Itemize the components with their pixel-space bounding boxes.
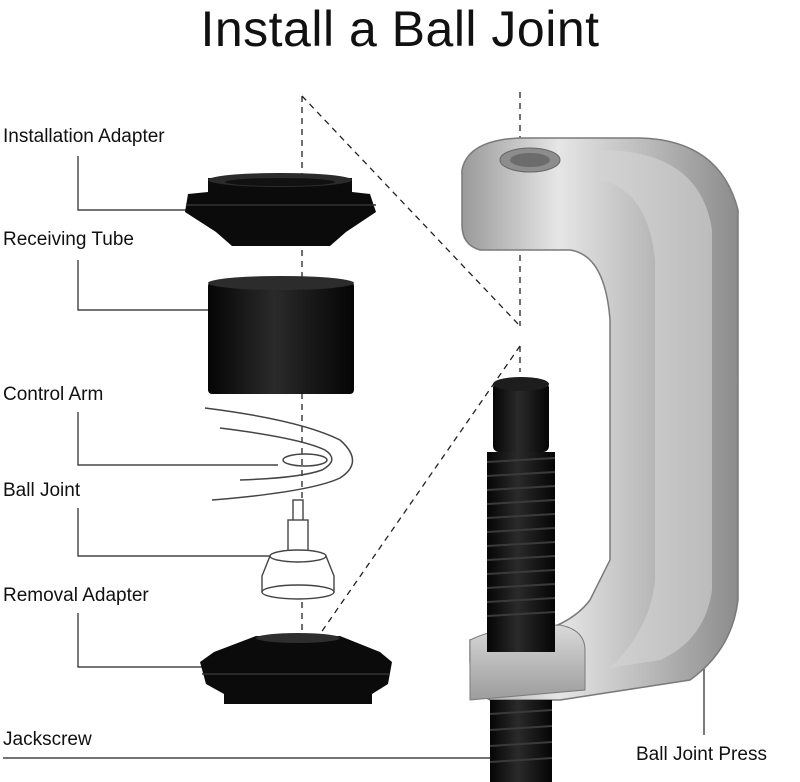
installation-adapter [185,173,376,246]
ball-joint-press [461,137,739,701]
label-ball-joint-press: Ball Joint Press [636,744,767,765]
leader-control-arm [77,412,278,466]
leader-receiving-tube [77,260,250,311]
label-control-arm: Control Arm [3,384,104,405]
label-removal-adapter: Removal Adapter [3,585,149,606]
page-title: Install a Ball Joint [200,1,600,57]
leader-ball-joint [77,508,276,557]
leader-lines [3,156,705,759]
label-receiving-tube: Receiving Tube [3,229,134,250]
ball-joint [261,499,335,600]
leader-installation-adapter [77,156,200,211]
label-installation-adapter: Installation Adapter [3,126,165,147]
control-arm [204,407,354,501]
label-ball-joint: Ball Joint [3,480,81,501]
label-jackscrew: Jackscrew [3,729,92,750]
receiving-tube [208,276,354,394]
leader-removal-adapter [77,613,212,668]
jackscrew [486,377,556,782]
removal-adapter [200,633,392,704]
